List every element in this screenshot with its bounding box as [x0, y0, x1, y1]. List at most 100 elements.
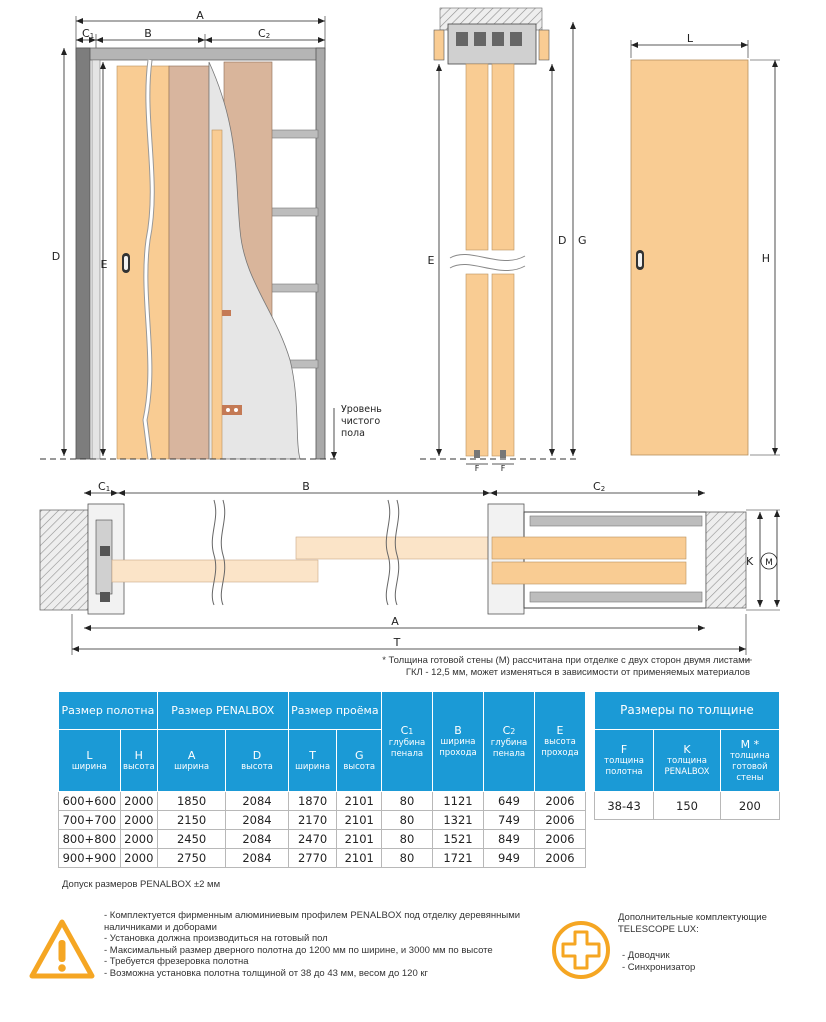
- dim-b-label: B: [144, 27, 152, 40]
- group-header-leaf: Размер полотна: [58, 691, 158, 730]
- floor-label-2: чистого: [341, 416, 380, 427]
- dimensions-table: Размер полотна Размер PENALBOX Размер пр…: [58, 691, 586, 868]
- table-cell: 749: [483, 810, 535, 830]
- table-cell: 2084: [225, 829, 289, 849]
- table-cell: 80: [381, 791, 433, 811]
- side-section: E D G F F: [420, 7, 587, 473]
- header-c1: C1 глубина пенала: [381, 691, 433, 792]
- table-cell: 2006: [534, 810, 586, 830]
- table-cell: 1870: [287, 791, 338, 811]
- table-cell: 2006: [534, 829, 586, 849]
- table-cell: 2000: [119, 810, 158, 830]
- dim-e-label: E: [101, 258, 108, 271]
- table-cell: 2000: [119, 791, 158, 811]
- table-cell: 2084: [225, 810, 289, 830]
- side-dim-g-label: G: [578, 234, 587, 247]
- features-list: - Комплектуется фирменным алюминиевым пр…: [104, 910, 574, 980]
- warning-icon: [29, 919, 95, 979]
- plan-dim-m-label: M: [765, 558, 773, 568]
- table-cell: 2084: [225, 848, 289, 868]
- table-cell: 2170: [287, 810, 338, 830]
- table-cell: 1321: [432, 810, 484, 830]
- plan-dim-t-label: T: [393, 636, 401, 649]
- plan-dim-c2-label: C2: [593, 480, 605, 493]
- front-view: A C1 B C2: [40, 9, 382, 460]
- side-dim-e-label: E: [428, 254, 435, 267]
- table-cell: 2006: [534, 791, 586, 811]
- leaf-dim-l-label: L: [687, 32, 694, 45]
- group-header-penalbox: Размер PENALBOX: [156, 691, 289, 730]
- header-e: E высота прохода: [534, 691, 586, 792]
- dim-a-label: A: [196, 9, 204, 22]
- feature-item: наличниками и доборами: [104, 921, 217, 933]
- dim-c1-label: C1: [82, 27, 94, 40]
- table-cell: 2101: [336, 848, 382, 868]
- footnote-line-1: * Толщина готовой стены (М) рассчитана п…: [382, 655, 750, 666]
- table-cell: 2450: [156, 829, 227, 849]
- header-b: B ширина прохода: [432, 691, 484, 792]
- table-cell: 649: [483, 791, 535, 811]
- wall-thickness-footnote: * Толщина готовой стены (М) рассчитана п…: [330, 655, 750, 679]
- accessories-title: Дополнительные комплектующие TELESCOPE L…: [618, 912, 767, 935]
- plan-dim-b-label: B: [302, 480, 310, 493]
- floor-label-3: пола: [341, 428, 365, 439]
- dim-c2-label: C2: [258, 27, 270, 40]
- feature-item: - Требуется фрезеровка полотна: [104, 956, 249, 968]
- table-cell: 800+800: [58, 829, 121, 849]
- table-cell: 1521: [432, 829, 484, 849]
- table-cell: 2750: [156, 848, 227, 868]
- door-leaf-view: L H: [630, 32, 780, 456]
- feature-item: - Возможна установка полотна толщиной от…: [104, 967, 429, 979]
- table-cell: 2470: [287, 829, 338, 849]
- thickness-cell: 150: [653, 791, 721, 820]
- footnote-line-2: ГКЛ - 12,5 мм, может изменяться в зависи…: [405, 667, 750, 678]
- plan-dim-k-label: K: [746, 555, 754, 568]
- table-cell: 900+900: [58, 848, 121, 868]
- side-dim-d-label: D: [558, 234, 566, 247]
- table-cell: 700+700: [58, 810, 121, 830]
- plus-circle-icon: [552, 921, 610, 979]
- technical-drawings: A C1 B C2: [39, 7, 780, 661]
- table-cell: 2150: [156, 810, 227, 830]
- leaf-dim-h-label: H: [762, 252, 770, 265]
- header-c2: C2 глубина пенала: [483, 691, 535, 792]
- table-cell: 1850: [156, 791, 227, 811]
- table-cell: 849: [483, 829, 535, 849]
- side-dim-f1-label: F: [475, 464, 480, 473]
- tolerance-note: Допуск размеров PENALBOX ±2 мм: [62, 879, 221, 890]
- plan-dim-c1-label: C1: [98, 480, 110, 493]
- table-cell: 949: [483, 848, 535, 868]
- thickness-cell: 38-43: [593, 791, 655, 820]
- accessories-list: - Доводчик - Синхронизатор: [622, 950, 695, 974]
- dim-d-label: D: [52, 250, 60, 263]
- thickness-title: Размеры по толщине: [594, 691, 780, 730]
- table-cell: 2000: [119, 848, 158, 868]
- table-cell: 2770: [287, 848, 338, 868]
- feature-item: - Максимальный размер дверного полотна д…: [104, 944, 493, 956]
- table-cell: 2084: [225, 791, 289, 811]
- table-cell: 80: [381, 848, 433, 868]
- table-cell: 80: [381, 810, 433, 830]
- plan-view: C1 B C2 K M A T: [39, 480, 780, 661]
- table-cell: 2000: [119, 829, 158, 849]
- table-cell: 600+600: [58, 791, 121, 811]
- table-cell: 2101: [336, 791, 382, 811]
- table-cell: 80: [381, 829, 433, 849]
- feature-item: - Комплектуется фирменным алюминиевым пр…: [104, 910, 521, 921]
- table-cell: 2006: [534, 848, 586, 868]
- accessory-item: - Синхронизатор: [622, 962, 696, 973]
